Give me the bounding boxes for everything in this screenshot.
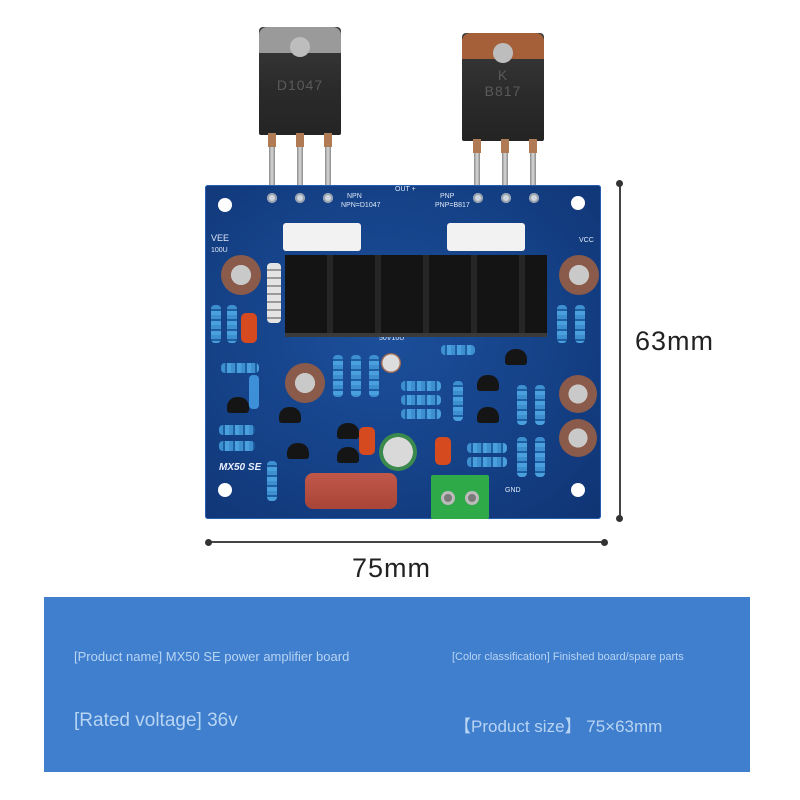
mounting-hole [571, 196, 585, 210]
dimension-endpoint [616, 515, 623, 522]
resistor [453, 381, 463, 421]
resistor [219, 425, 255, 435]
small-transistor [287, 443, 309, 459]
ceramic-capacitor [241, 313, 257, 343]
dimension-endpoint [601, 539, 608, 546]
small-electrolytic-capacitor [381, 353, 401, 373]
electrolytic-capacitor [379, 433, 417, 471]
width-dimension-line [209, 541, 605, 543]
transistor-leg [501, 139, 509, 219]
resistor [227, 305, 237, 343]
electrolytic-capacitor [559, 375, 597, 413]
electrolytic-capacitor [285, 363, 325, 403]
resistor [351, 355, 361, 397]
spec-product-name: [Product name] MX50 SE power amplifier b… [74, 649, 350, 664]
transistor-leg [473, 139, 481, 219]
solder-pad [529, 193, 539, 203]
dimension-endpoint [205, 539, 212, 546]
heatsink [285, 255, 547, 337]
resistor [535, 437, 545, 477]
screw-terminal [431, 475, 489, 519]
ceramic-capacitor [435, 437, 451, 465]
board-model-label: MX50 SE [219, 462, 262, 473]
capacitor-blue [249, 375, 259, 409]
small-transistor [505, 349, 527, 365]
resistor [267, 263, 281, 323]
resistor [401, 381, 441, 391]
resistor [221, 363, 259, 373]
small-transistor [227, 397, 249, 413]
dimension-endpoint [616, 180, 623, 187]
resistor [517, 385, 527, 425]
resistor [401, 395, 441, 405]
resistor [333, 355, 343, 397]
mounting-hole [290, 37, 310, 57]
electrolytic-capacitor [221, 255, 261, 295]
transistor-leg [324, 133, 332, 213]
resistor [517, 437, 527, 477]
transistor-leg [268, 133, 276, 213]
screw-icon [441, 491, 455, 505]
resistor [535, 385, 545, 425]
silk-gnd: GND [505, 487, 521, 494]
mounting-hole [571, 483, 585, 497]
transistor-marking-top: K [497, 67, 509, 83]
amplifier-pcb: NPN NPN=D1047 OUT + PNP PNP=B817 VEE VCC… [205, 185, 601, 519]
small-transistor [279, 407, 301, 423]
mounting-hole [218, 483, 232, 497]
transistor-leg [296, 133, 304, 213]
spec-color-classification: [Color classification] Finished board/sp… [452, 651, 684, 663]
resistor [401, 409, 441, 419]
ceramic-capacitor [359, 427, 375, 455]
silk-pnp-part: PNP=B817 [435, 202, 470, 209]
height-dimension-line [619, 183, 621, 519]
height-label: 63mm [635, 326, 715, 356]
resistor [441, 345, 475, 355]
ceramic-resistor [447, 223, 525, 251]
silk-out: OUT + [395, 186, 416, 193]
transistor-marking: D1047 [276, 77, 324, 93]
small-transistor [477, 407, 499, 423]
silk-vee: VEE [211, 233, 230, 243]
width-label: 75mm [352, 553, 432, 583]
silk-cap-value: 100U [211, 247, 228, 254]
solder-pad [323, 193, 333, 203]
silk-npn-part: NPN=D1047 [341, 202, 381, 209]
small-transistor [477, 375, 499, 391]
resistor [467, 443, 507, 453]
solder-pad [501, 193, 511, 203]
mounting-hole [218, 198, 232, 212]
resistor [369, 355, 379, 397]
resistor [467, 457, 507, 467]
transistor-marking: B817 [484, 83, 522, 99]
solder-pad [473, 193, 483, 203]
transistor-leg [529, 139, 537, 219]
screw-icon [465, 491, 479, 505]
resistor [575, 305, 585, 343]
silk-pnp: PNP [440, 193, 455, 200]
resistor [211, 305, 221, 343]
mounting-hole [493, 43, 513, 63]
solder-pad [295, 193, 305, 203]
resistor [267, 461, 277, 501]
silk-npn: NPN [347, 193, 362, 200]
ceramic-resistor [283, 223, 361, 251]
resistor [219, 441, 255, 451]
spec-rated-voltage: [Rated voltage] 36v [74, 710, 238, 731]
silk-vcc: VCC [579, 237, 594, 244]
solder-pad [267, 193, 277, 203]
electrolytic-capacitor [559, 419, 597, 457]
small-transistor [337, 447, 359, 463]
silk-50v10u: 50V10U [379, 335, 405, 342]
spec-product-size: 【Product size】 75×63mm [454, 717, 663, 736]
small-transistor [337, 423, 359, 439]
film-capacitor [305, 473, 397, 509]
spec-banner: [Product name] MX50 SE power amplifier b… [44, 597, 750, 772]
electrolytic-capacitor [559, 255, 599, 295]
resistor [557, 305, 567, 343]
